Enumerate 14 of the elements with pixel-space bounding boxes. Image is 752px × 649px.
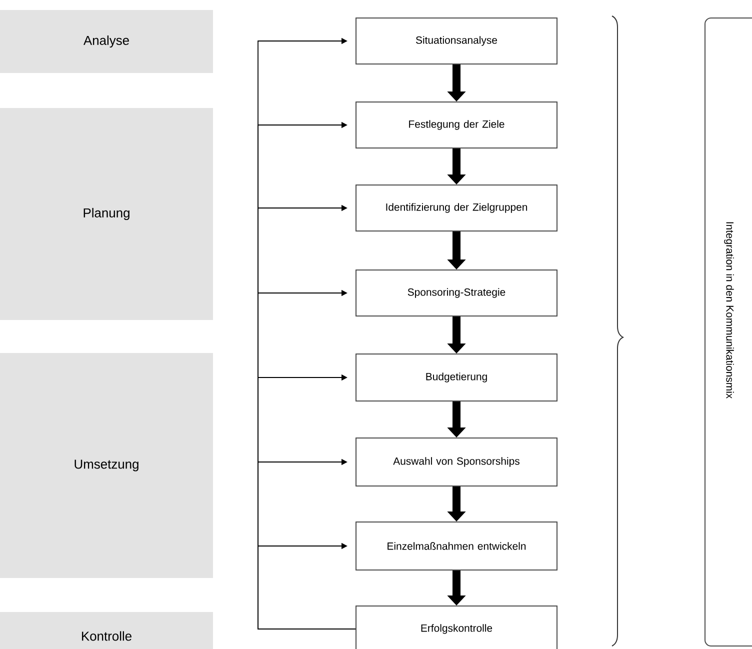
phase-band: Kontrolle <box>0 612 213 649</box>
process-box: Situationsanalyse <box>356 18 558 64</box>
process-box: Budgetierung <box>356 354 558 402</box>
process-box: Festlegung der Ziele <box>356 102 558 148</box>
process-box: Erfolgskontrolle <box>356 606 558 649</box>
phase-band: Planung <box>0 108 213 320</box>
feedback-arrow <box>258 542 356 630</box>
process-box: Auswahl von Sponsorships <box>356 438 558 486</box>
process-box: Sponsoring-Strategie <box>356 270 558 316</box>
process-box: Identifizierung der Zielgruppen <box>356 184 558 232</box>
side-panel: Integration in den Kommunikationsmix <box>704 18 752 646</box>
phase-band: Umsetzung <box>0 353 213 578</box>
process-box: Einzelmaßnahmen entwickeln <box>356 522 558 570</box>
phase-band: Analyse <box>0 10 213 73</box>
